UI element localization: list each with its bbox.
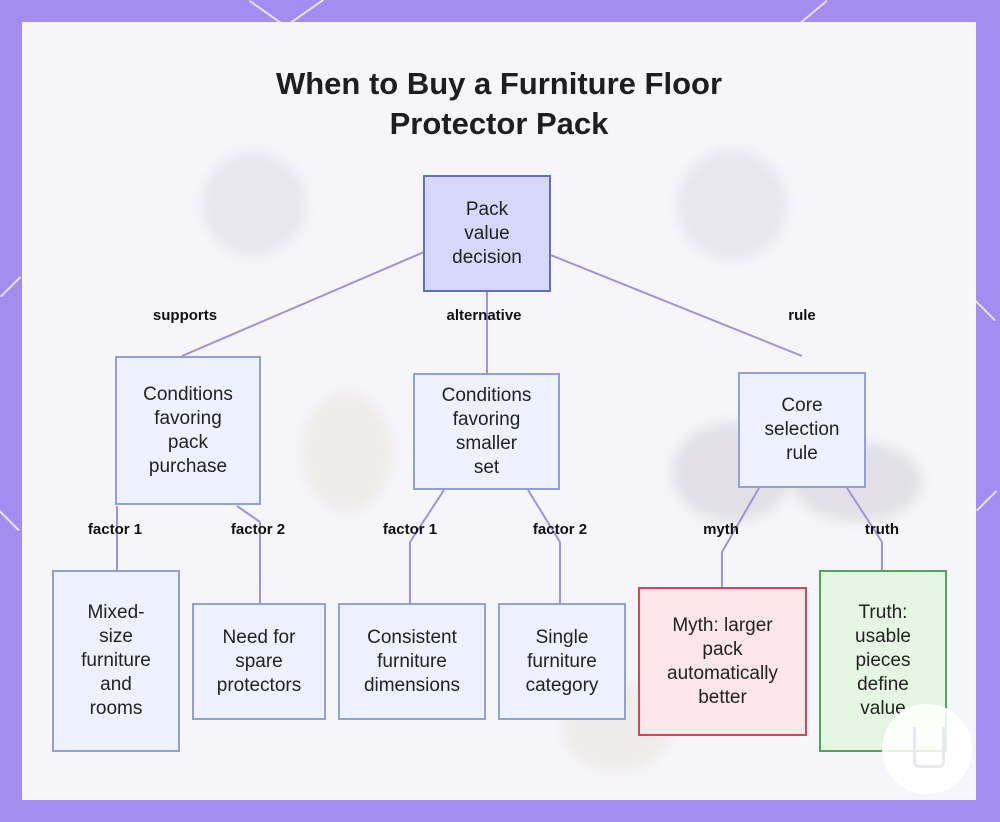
edge-label-myth: myth [703,521,739,538]
edge-label-smaller-factor2: factor 2 [533,521,587,538]
edge-rule [548,254,802,356]
edge-label-smaller-factor1: factor 1 [383,521,437,538]
frame-decoration [0,276,21,297]
node-single-category: Single furniture category [498,603,626,720]
diagram-card: ​ When to Buy a Furniture Floor Protecto… [22,22,976,800]
frame-decoration [975,300,996,321]
frame-decoration [249,0,283,25]
frame-decoration [290,0,324,24]
node-spare-protectors: Need for spare protectors [192,603,326,720]
edge-supports [182,252,424,356]
edge-label-truth: truth [865,521,899,538]
edge-label-rule: rule [788,307,816,324]
node-mixed-size-furniture: Mixed- size furniture and rooms [52,570,180,752]
edge-label-supports: supports [153,307,217,324]
edge-label-pack-factor2: factor 2 [231,521,285,538]
node-core-selection-rule: Core selection rule [738,372,866,488]
edge-pack-factor2 [237,506,260,522]
glass-icon [913,727,945,768]
node-pack-value-decision: Pack value decision [423,175,551,292]
edge-myth [722,488,759,552]
edge-label-alternative: alternative [446,307,521,324]
frame-decoration [800,0,827,23]
node-myth: Myth: larger pack automatically better [638,587,807,736]
node-conditions-pack-purchase: Conditions favoring pack purchase [115,356,261,505]
frame-decoration [0,510,20,531]
watermark-logo [882,704,972,794]
node-consistent-dimensions: Consistent furniture dimensions [338,603,486,720]
edge-label-pack-factor1: factor 1 [88,521,142,538]
node-conditions-smaller-set: Conditions favoring smaller set [413,373,560,490]
frame-decoration [976,490,997,511]
